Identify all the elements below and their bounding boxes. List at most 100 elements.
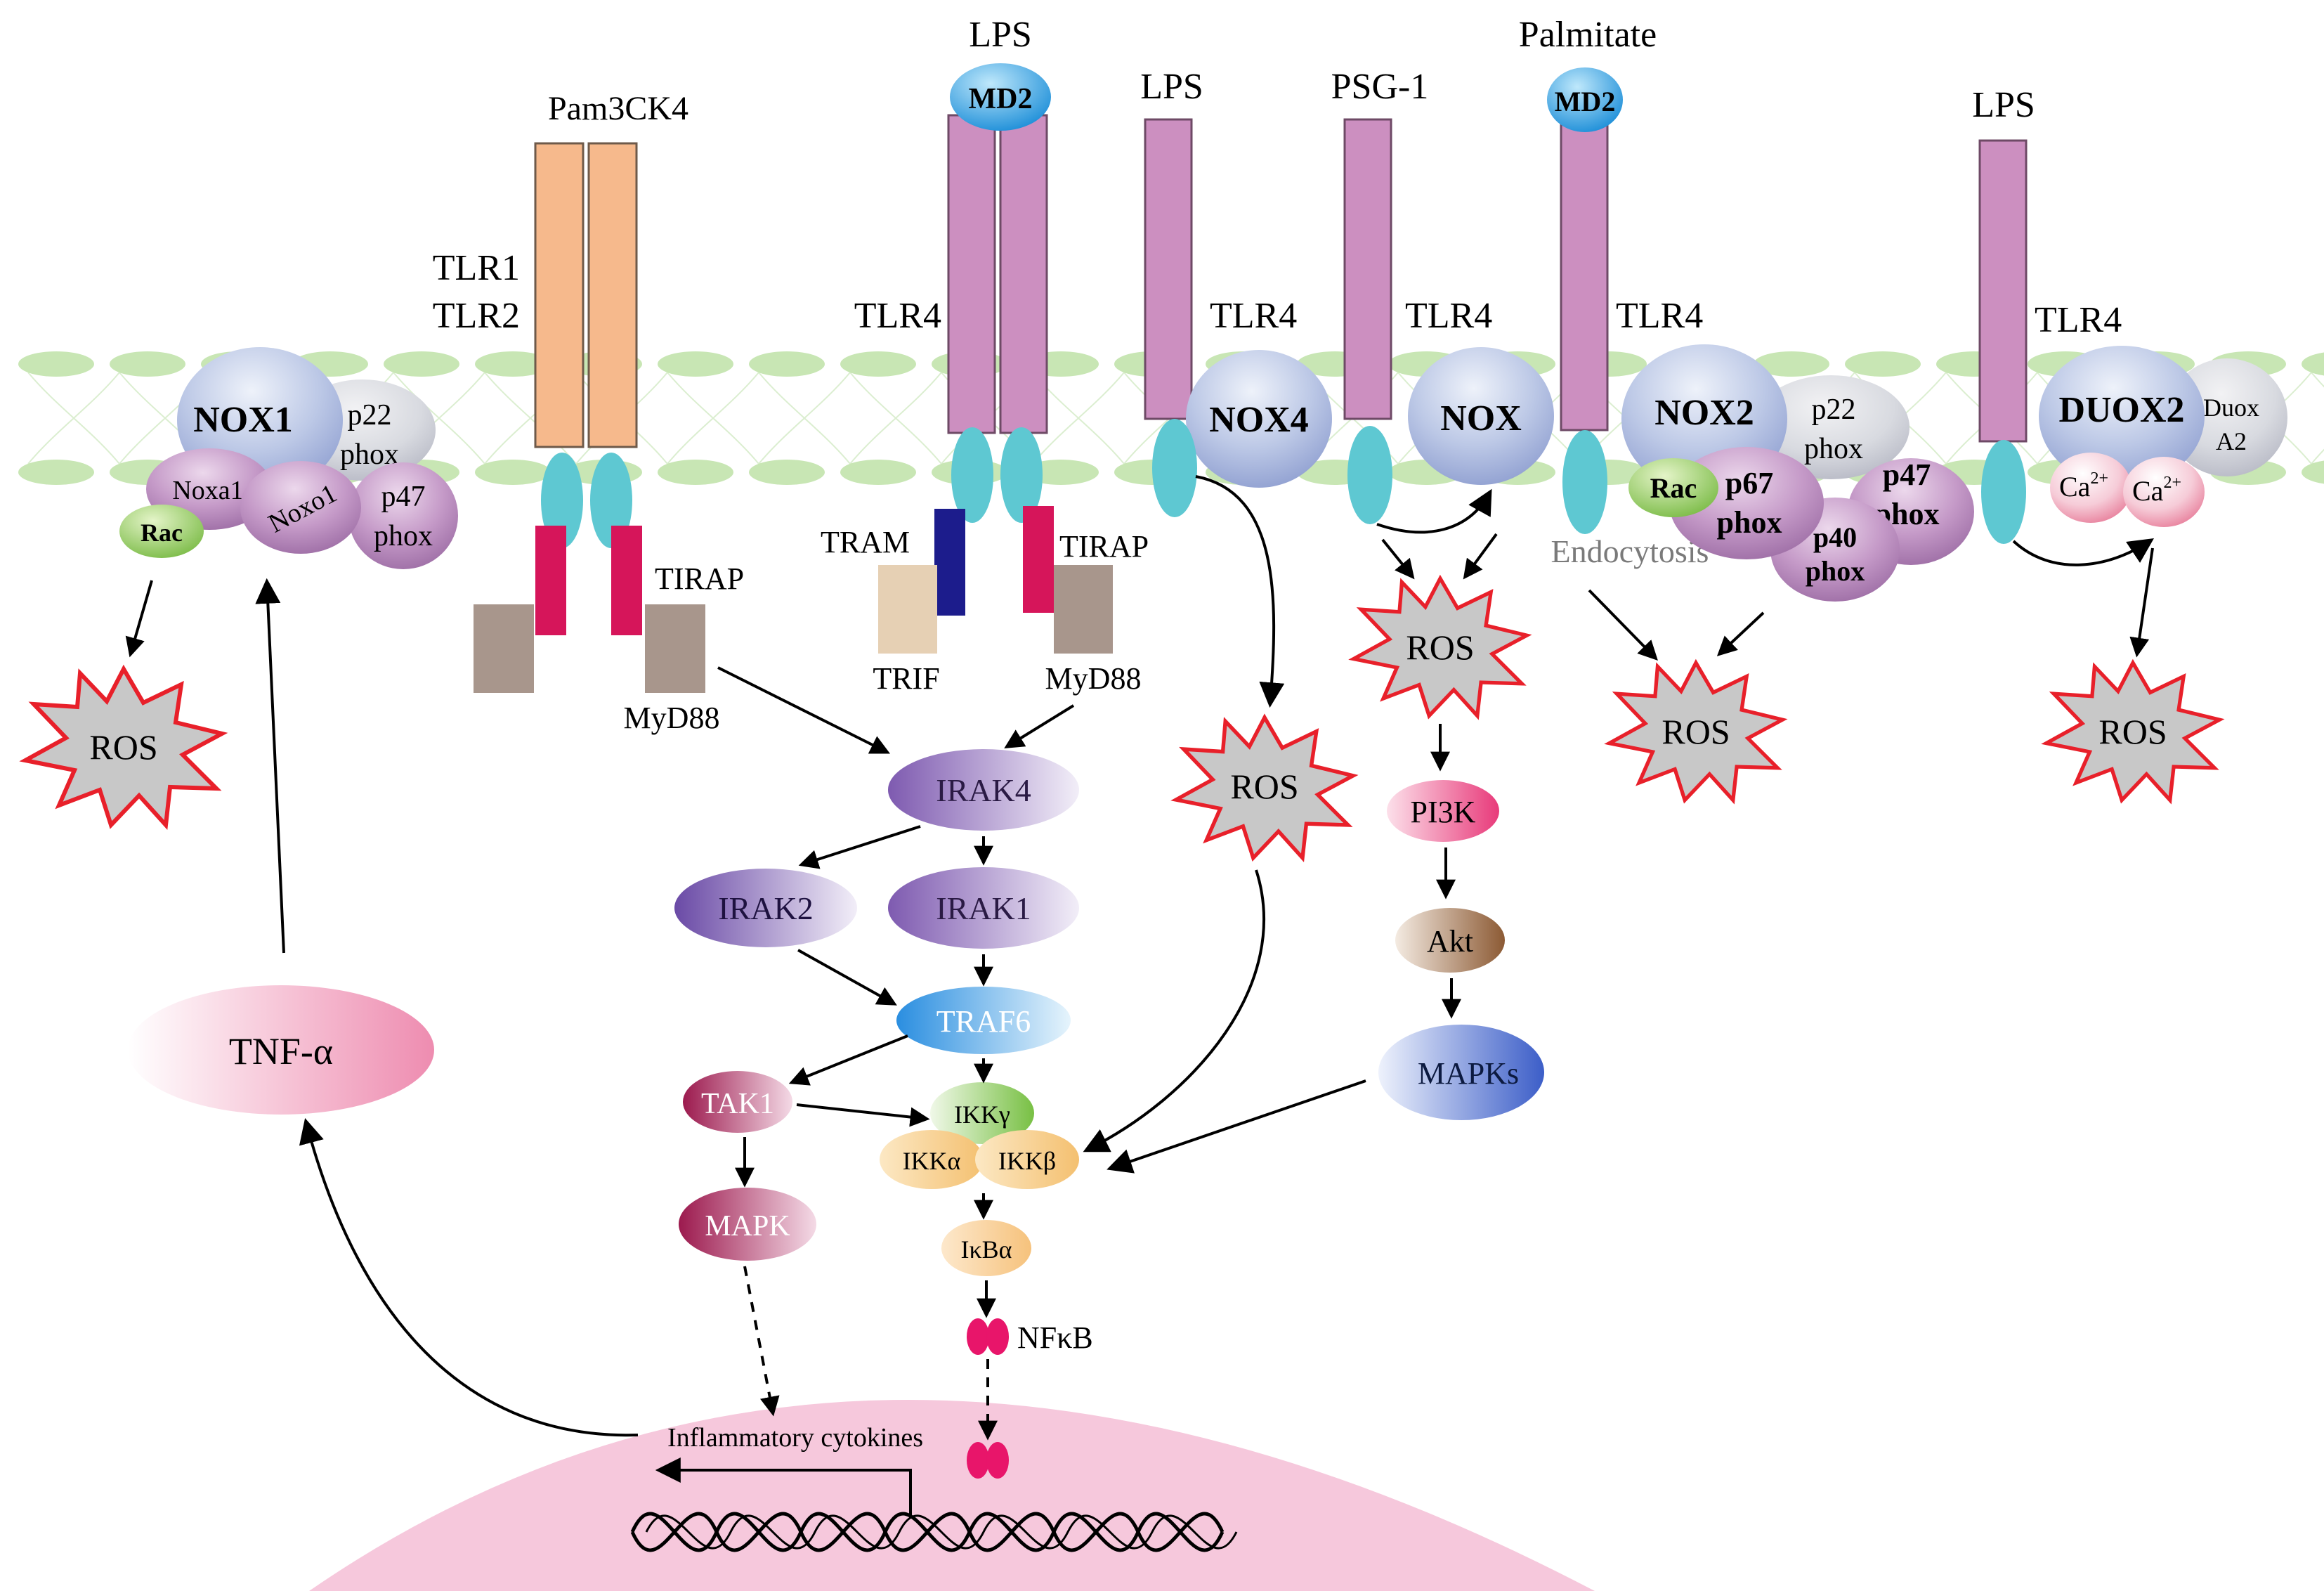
duox2-label: DUOX2 [2058,390,2184,430]
p47phox-label-line1: p47 [381,481,426,513]
arrow-tlr4-calcium [2012,538,2154,566]
lipid-head [840,351,916,377]
arrow-tnf-nox1 [255,578,285,954]
lipid-head [18,460,94,485]
arrow-mapk-cytokines [743,1266,780,1417]
ros-label: ROS [1662,712,1730,751]
irak1-node [888,867,1079,949]
p40phox-label-line2: phox [1806,555,1865,587]
ikk-beta-label: IKKβ [998,1147,1056,1175]
receptor-label-tlr4: TLR4 [854,296,941,336]
tirap-adaptor [1023,506,1054,613]
arrow-nox-ros [1463,533,1498,580]
adaptor-label-myd88: MyD88 [1045,661,1142,696]
nox4-enzyme [1186,350,1332,488]
myd88-adaptor [645,604,705,693]
tnf-alpha-node [128,985,434,1115]
ligand-lps: LPS [1972,85,2035,125]
tlr4-receptor [1144,118,1193,420]
trif-adaptor [878,565,937,654]
lipid-head [384,351,459,377]
p40phox-label-line1: p40 [1813,521,1857,553]
irak1-label: IRAK1 [936,890,1031,926]
irak2-label: IRAK2 [718,890,813,926]
duoxa2-label-line1: Duox [2203,394,2259,422]
tir-domain [1152,419,1197,517]
arrow-nox4-ros [1195,475,1285,708]
pathway-arrows [125,475,2154,1518]
md2-coreceptor [950,63,1051,131]
receptor-label-tlr1: TLR1 [433,248,520,288]
receptor-label-tlr2: TLR2 [433,296,520,336]
dna-helix-icon [630,1512,1238,1552]
nfkb-label: NFκB [1017,1320,1093,1355]
nox4-label: NOX4 [1209,400,1309,440]
ros-label: ROS [89,727,157,767]
calcium-label: Ca2+ [2059,469,2108,502]
endocytosis-label: Endocytosis [1551,533,1709,569]
tir-domain [541,453,583,548]
p22phox-label-line1: p22 [348,399,392,431]
mapks-label: MAPKs [1418,1056,1519,1091]
ros-burst-icon: ROS [2046,663,2219,800]
duoxa2-label-line2: A2 [2216,427,2247,455]
ligand-lps: LPS [1140,67,1203,107]
tlr4-receptor [999,114,1048,434]
mapks-node [1378,1025,1544,1120]
tak1-label: TAK1 [701,1088,774,1120]
receptor-label-tlr4: TLR4 [1210,296,1297,336]
mapk-node [679,1188,816,1261]
lipid-tail [849,372,942,465]
tlr4-receptor [1560,119,1609,431]
myd88-adaptor [474,604,534,693]
tlr2-receptor [587,142,638,448]
ros-burst-icon: ROS [1610,663,1782,800]
tirap-adaptor [611,526,642,635]
arrow-cytokines-tnf [299,1118,639,1437]
arrow-tak1-ikk [796,1103,930,1127]
tir-domain [1000,427,1043,523]
ikk-complex: IKKγ IKKα IKKβ [880,1082,1079,1189]
lipid-head [658,460,733,485]
ros-label: ROS [1406,628,1474,667]
nfkb-dimer-icon [967,1442,1009,1479]
arrow-nox1-ros [125,580,153,658]
adaptor-label-tirap: TIRAP [1059,529,1149,564]
arrow-irak4-irak2 [798,825,921,869]
tlr4-receptor [1978,139,2028,443]
receptor-label-tlr4: TLR4 [2035,300,2122,340]
ligand-palmitate: Palmitate [1519,15,1657,55]
pi3k-node [1387,780,1499,842]
pi3k-label: PI3K [1411,795,1476,829]
noxo1-subunit [240,461,361,554]
nox-enzyme [1408,347,1554,485]
inflammatory-cytokines-label: Inflammatory cytokines [667,1423,923,1453]
tram-adaptor [934,509,965,616]
lipid-head [2302,352,2324,376]
tlr1-receptor [534,142,585,448]
arrow-tlr4-ros [1381,538,1415,580]
lipid-head [110,351,185,377]
lipid-tail [667,372,759,465]
ligand-psg1: PSG-1 [1331,67,1429,107]
ros-burst-icon: ROS [25,669,222,825]
arrow-nox2-ros [1716,611,1765,656]
arrow-transcription [655,1457,912,1518]
ros-label: ROS [2098,712,2167,751]
lipid-head [1754,351,1829,377]
nox-label: NOX [1440,398,1522,439]
p47phox-label-line2: phox [374,520,433,552]
ros-burst-icon: ROS [1176,717,1353,858]
arrow-ros-ikk [1083,869,1265,1152]
ikb-alpha-label: IκBα [960,1235,1012,1264]
receptor-label-tlr4: TLR4 [1616,296,1703,336]
p67phox-label-line2: phox [1717,505,1782,540]
lipid-head [2302,460,2324,484]
adaptor-label-tirap: TIRAP [655,561,744,596]
myd88-adaptor [1054,565,1113,654]
p22phox-label-line1: p22 [1812,394,1856,426]
mapk-label: MAPK [705,1210,790,1242]
nucleus [309,1400,1595,1591]
rac-label: Rac [141,519,183,547]
